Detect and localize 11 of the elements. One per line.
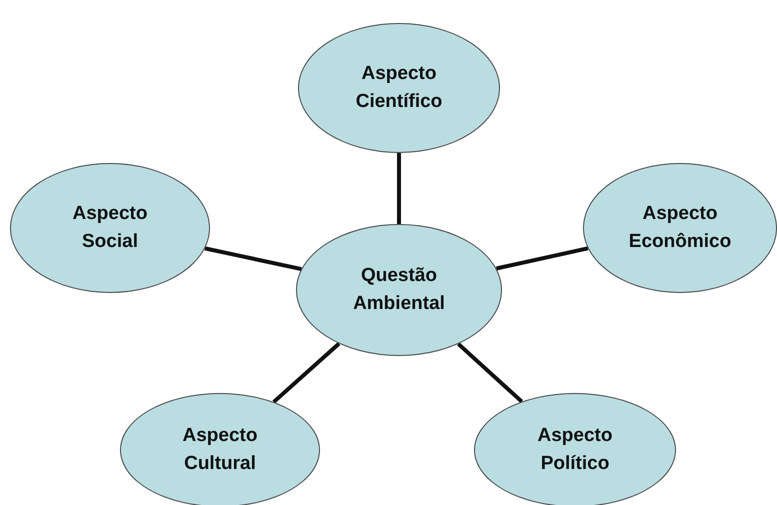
connector-line: [496, 246, 588, 270]
connector-line: [204, 246, 302, 271]
topic-label: Aspecto Político: [536, 424, 614, 476]
topic-label: Questão Ambiental: [352, 264, 446, 316]
topic-label: Aspecto Científico: [354, 62, 444, 114]
connector-line: [397, 153, 401, 224]
connector-line: [457, 342, 524, 404]
topic-label: Aspecto Econômico: [628, 202, 732, 254]
topic-label: Aspecto Cultural: [182, 424, 258, 476]
connector-line: [272, 342, 340, 404]
topic-label: Aspecto Social: [72, 202, 148, 254]
